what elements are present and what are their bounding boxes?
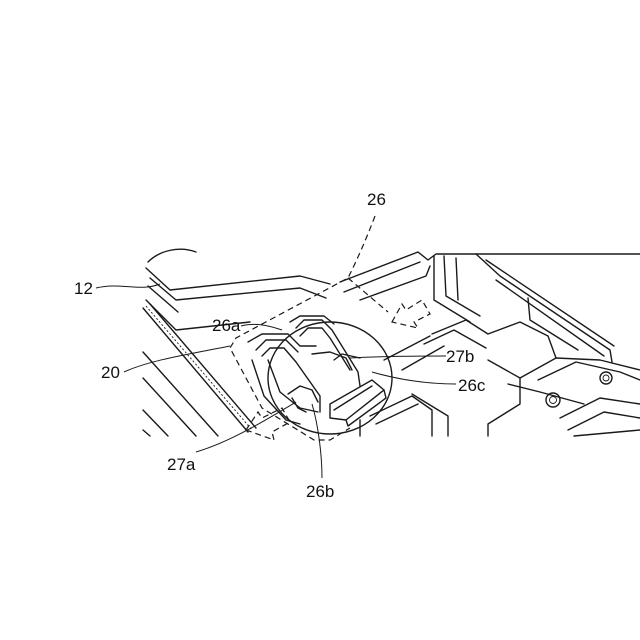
label-26: 26 [367, 190, 386, 209]
label-20: 20 [101, 363, 120, 382]
bolt-upper [600, 372, 612, 384]
right-housing [340, 252, 640, 436]
label-26c: 26c [458, 376, 486, 395]
arrow-right-upper [392, 300, 430, 328]
label-26b: 26b [306, 482, 334, 501]
label-27b: 27b [446, 347, 474, 366]
label-12: 12 [74, 279, 93, 298]
label-27a: 27a [167, 455, 196, 474]
label-26a: 26a [212, 316, 241, 335]
